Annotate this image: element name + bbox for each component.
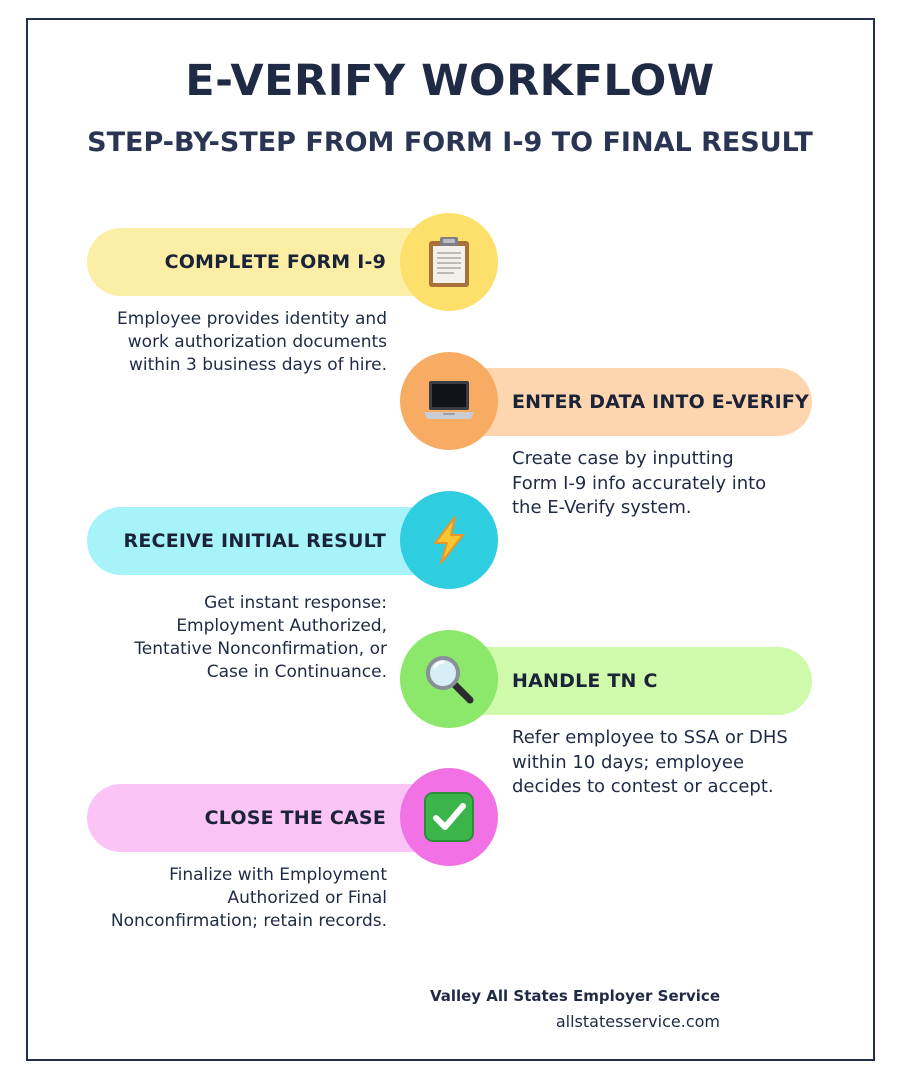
checkmark-icon [424,792,474,842]
step-2-circle [400,352,498,450]
step-3-circle [400,491,498,589]
lightning-icon [434,516,464,564]
step-5-circle [400,768,498,866]
step-2-label: ENTER DATA INTO E-VERIFY [512,391,809,413]
step-4-label: HANDLE TN C [512,670,658,692]
step-3-description: Get instant response: Employment Authori… [134,593,387,682]
step-1-circle [400,213,498,311]
laptop-icon [424,381,474,419]
step-1-label: COMPLETE FORM I-9 [164,251,386,273]
step-1-description: Employee provides identity and work auth… [117,309,387,375]
step-4-circle [400,630,498,728]
step-2-description: Create case by inputting Form I-9 info a… [512,448,767,518]
page-subtitle: STEP-BY-STEP FROM FORM I-9 TO FINAL RESU… [87,127,813,158]
step-5-description: Finalize with Employment Authorized or F… [110,865,387,931]
magnifier-icon [426,656,474,704]
clipboard-icon [429,237,469,287]
page-title: E-VERIFY WORKFLOW [185,56,715,106]
step-3-label: RECEIVE INITIAL RESULT [123,530,386,552]
footer-url: allstatesservice.com [555,1012,720,1031]
step-4-description: Refer employee to SSA or DHS within 10 d… [512,727,788,797]
footer-company-name: Valley All States Employer Service [429,987,720,1005]
step-5-label: CLOSE THE CASE [204,807,386,829]
